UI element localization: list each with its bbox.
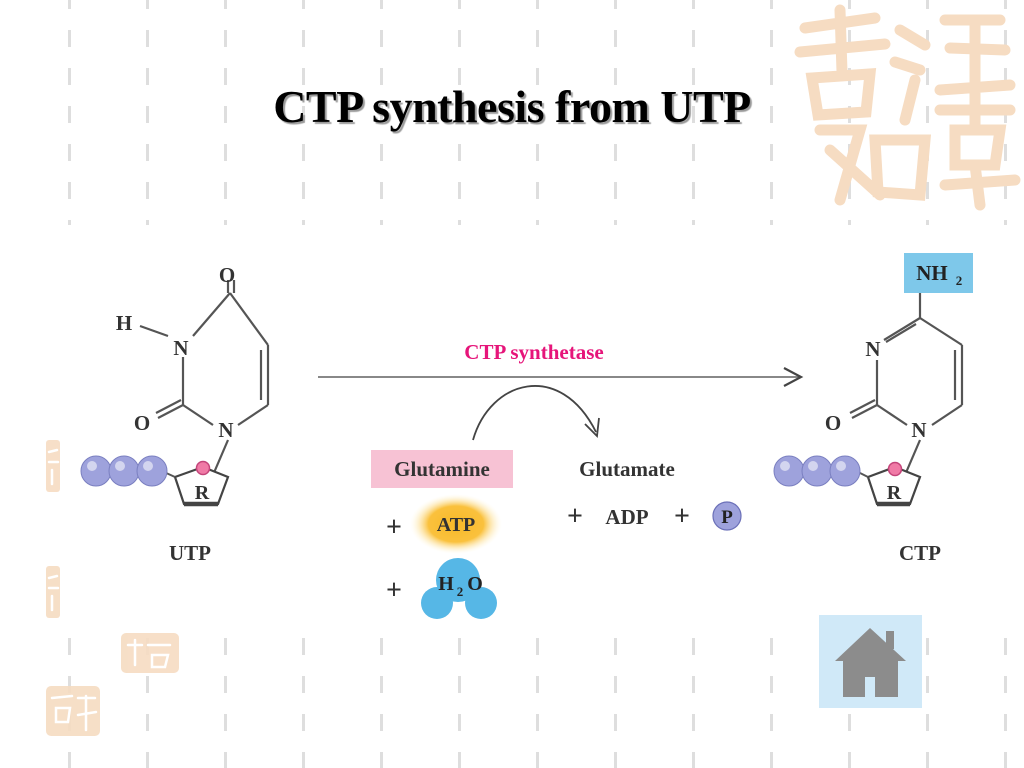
ctp-triphosphate	[773, 455, 861, 487]
slide-title: CTP synthesis from UTP	[273, 81, 751, 132]
ctp-oxygen-dot	[887, 461, 903, 477]
ctp-oxygen-left: O	[825, 411, 841, 435]
glutamine-highlight	[371, 450, 513, 488]
byproducts: Glutamate + ADP + P	[567, 457, 742, 532]
water-h: H	[438, 573, 454, 595]
home-button[interactable]	[819, 615, 922, 708]
atp-label: ATP	[437, 514, 476, 536]
utp-oxygen-dot	[195, 460, 211, 476]
utp-triphosphate	[80, 455, 168, 487]
utp-label: UTP	[169, 541, 211, 565]
amino-highlight	[904, 253, 973, 293]
utp-nitrogen-bottom: N	[218, 418, 233, 442]
reaction-arrow: CTP synthetase	[318, 340, 804, 441]
glutamine-label: Glutamine	[394, 457, 490, 481]
plus-adp: +	[567, 501, 583, 532]
atp-glow	[410, 494, 502, 554]
water-sub: 2	[457, 584, 464, 599]
house-icon	[835, 628, 906, 697]
phosphate-label: P	[721, 507, 733, 528]
ctp-molecule: NH 2 N O N R	[773, 253, 973, 565]
utp-oxygen-left: O	[134, 411, 150, 435]
plus-water: +	[386, 575, 402, 606]
ctp-amino-sub: 2	[956, 273, 963, 288]
utp-nitrogen-left: N	[173, 336, 188, 360]
utp-hydrogen: H	[116, 311, 132, 335]
ctp-label: CTP	[899, 541, 941, 565]
plus-atp: +	[386, 512, 402, 543]
ctp-nitrogen-left: N	[865, 337, 880, 361]
ctp-nitrogen-bottom: N	[911, 418, 926, 442]
plus-phosphate: +	[674, 501, 690, 532]
adp-label: ADP	[605, 505, 648, 529]
ctp-amino: NH	[916, 261, 948, 285]
water-molecule	[421, 558, 497, 619]
ctp-ribose-label: R	[887, 482, 902, 504]
enzyme-label: CTP synthetase	[464, 340, 603, 364]
utp-molecule: O H N O N R UTP	[80, 263, 270, 565]
reactants: Glutamine + ATP + H 2 O	[371, 450, 513, 619]
water-o: O	[467, 573, 483, 595]
utp-ribose-label: R	[195, 482, 210, 504]
phosphate-ball	[712, 501, 742, 531]
utp-oxygen-top: O	[219, 263, 235, 287]
glutamate-label: Glutamate	[579, 457, 675, 481]
